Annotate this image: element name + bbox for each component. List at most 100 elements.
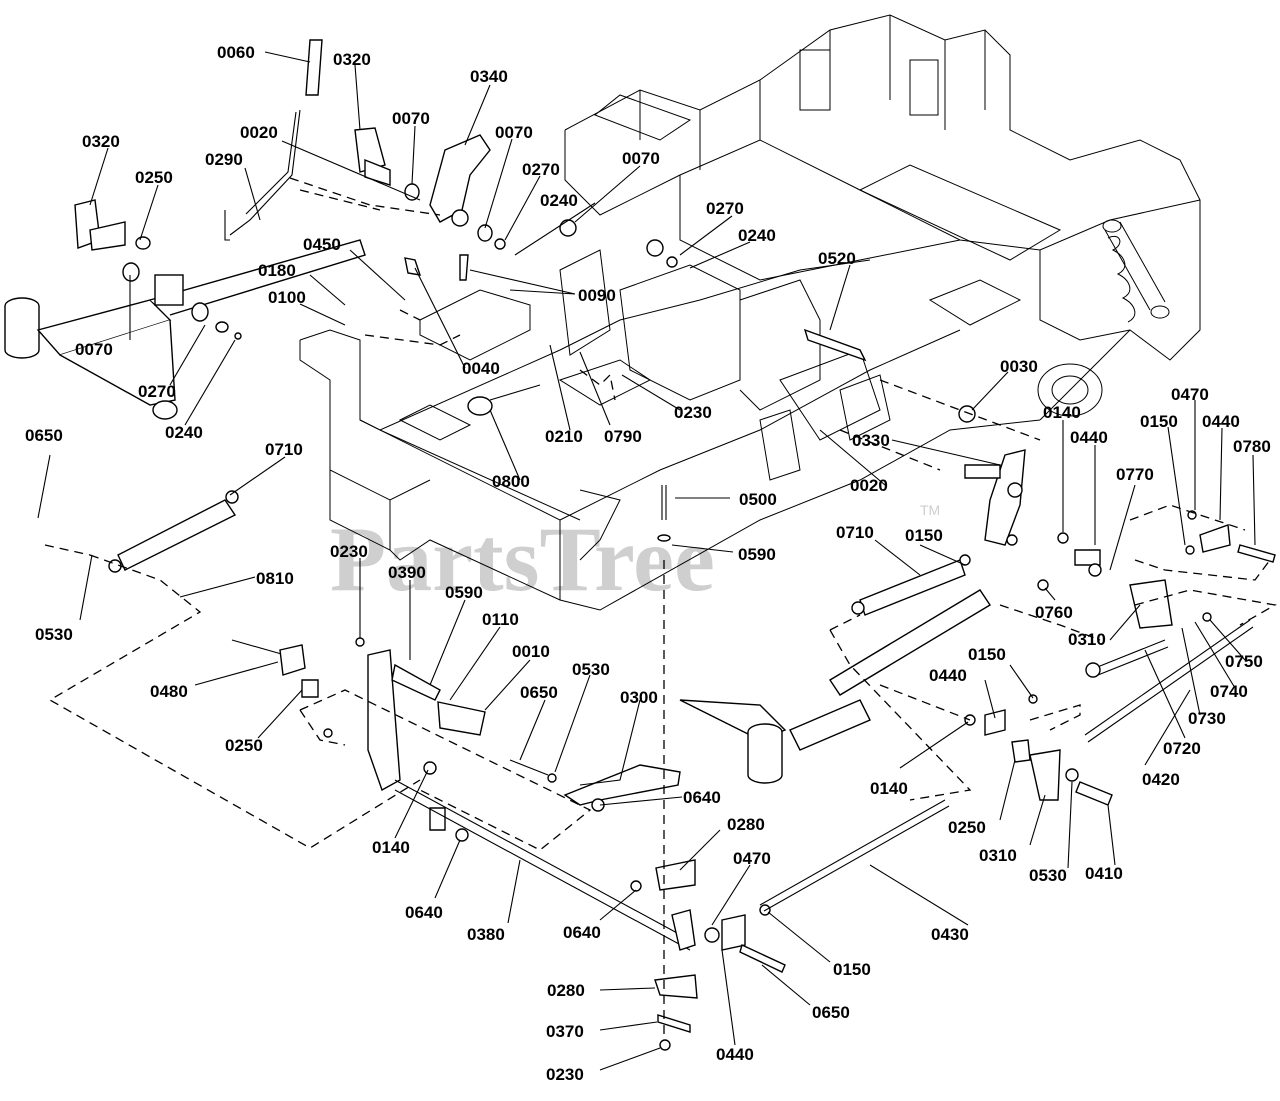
callout-0320: 0320 [82,132,120,151]
callout-0100: 0100 [268,288,306,307]
callout-0530: 0530 [1029,866,1067,885]
callout-0590: 0590 [445,583,483,602]
callout-0150: 0150 [1140,412,1178,431]
callout-0300: 0300 [620,688,658,707]
callout-0090: 0090 [578,286,616,305]
pedal-rod [224,39,323,241]
callout-0530: 0530 [35,625,73,644]
callout-0650: 0650 [25,426,63,445]
callout-0800: 0800 [492,472,530,491]
callout-0250: 0250 [948,818,986,837]
shock-absorber [1102,219,1170,323]
callout-0790: 0790 [604,427,642,446]
callout-0150: 0150 [833,960,871,979]
dashed-outlines [44,177,1277,1040]
right-lever [964,449,1026,546]
callout-0710: 0710 [836,523,874,542]
callout-0250: 0250 [135,168,173,187]
callout-0020: 0020 [240,123,278,142]
callout-0270: 0270 [138,382,176,401]
left-spring [108,490,239,573]
callout-0530: 0530 [572,660,610,679]
callout-0060: 0060 [217,43,255,62]
callout-0240: 0240 [738,226,776,245]
callout-0480: 0480 [150,682,188,701]
callout-0140: 0140 [870,779,908,798]
callout-0500: 0500 [739,490,777,509]
callout-0230: 0230 [546,1065,584,1084]
callout-0040: 0040 [462,359,500,378]
callout-0070: 0070 [495,123,533,142]
control-arm [509,759,681,812]
callout-labels: 0060 0320 0340 0070 0020 0070 0320 0290 … [25,43,1271,1084]
callout-0010: 0010 [512,642,550,661]
callout-0640: 0640 [405,903,443,922]
callout-0340: 0340 [470,67,508,86]
callout-0590: 0590 [738,545,776,564]
callout-0240: 0240 [165,423,203,442]
callout-0640: 0640 [683,788,721,807]
callout-0180: 0180 [258,261,296,280]
callout-0470: 0470 [1171,385,1209,404]
callout-0290: 0290 [205,150,243,169]
callout-0440: 0440 [1202,412,1240,431]
callout-0390: 0390 [388,563,426,582]
callout-0030: 0030 [1000,357,1038,376]
callout-0650: 0650 [520,683,558,702]
callout-0370: 0370 [546,1022,584,1041]
callout-0230: 0230 [330,542,368,561]
callout-0750: 0750 [1225,652,1263,671]
callout-0310: 0310 [979,846,1017,865]
callout-0140: 0140 [1043,403,1081,422]
callout-0330: 0330 [852,431,890,450]
callout-0240: 0240 [540,191,578,210]
watermark: PartsTree [330,508,715,610]
callout-0770: 0770 [1116,465,1154,484]
callout-0280: 0280 [547,981,585,1000]
right-caster-arm [679,589,991,784]
callout-0810: 0810 [256,569,294,588]
leader-lines [37,51,1256,1071]
main-frame [299,14,1201,611]
callout-0420: 0420 [1142,770,1180,789]
callout-0150: 0150 [905,526,943,545]
lower-center-parts [630,799,950,1051]
callout-0450: 0450 [303,235,341,254]
center-links [354,127,976,423]
callout-0310: 0310 [1068,630,1106,649]
callout-0440: 0440 [716,1045,754,1064]
callout-0020: 0020 [850,476,888,495]
callout-0470: 0470 [733,849,771,868]
callout-0440: 0440 [929,666,967,685]
left-pedal-linkage [231,637,691,951]
callout-0230: 0230 [674,403,712,422]
right-small-parts [1037,510,1276,743]
callout-0780: 0780 [1233,437,1271,456]
callout-0140: 0140 [372,838,410,857]
callout-0070: 0070 [622,149,660,168]
right-lower-parts [964,694,1113,806]
center-bolt [657,485,671,542]
callout-0280: 0280 [727,815,765,834]
callout-0070: 0070 [75,340,113,359]
callout-0150: 0150 [968,645,1006,664]
callout-0720: 0720 [1163,739,1201,758]
callout-0270: 0270 [706,199,744,218]
callout-0110: 0110 [482,610,519,629]
callout-0730: 0730 [1188,709,1226,728]
callout-0710: 0710 [265,440,303,459]
callout-0760: 0760 [1035,603,1073,622]
trademark-mark: TM [920,502,940,518]
callout-0380: 0380 [467,925,505,944]
callout-0320: 0320 [333,50,371,69]
callout-0430: 0430 [931,925,969,944]
callout-0740: 0740 [1210,682,1248,701]
left-bracket-parts [74,199,242,340]
right-spring [851,554,971,616]
callout-0070: 0070 [392,109,430,128]
callout-0520: 0520 [818,249,856,268]
callout-0410: 0410 [1085,864,1123,883]
left-caster-arm [4,239,366,420]
